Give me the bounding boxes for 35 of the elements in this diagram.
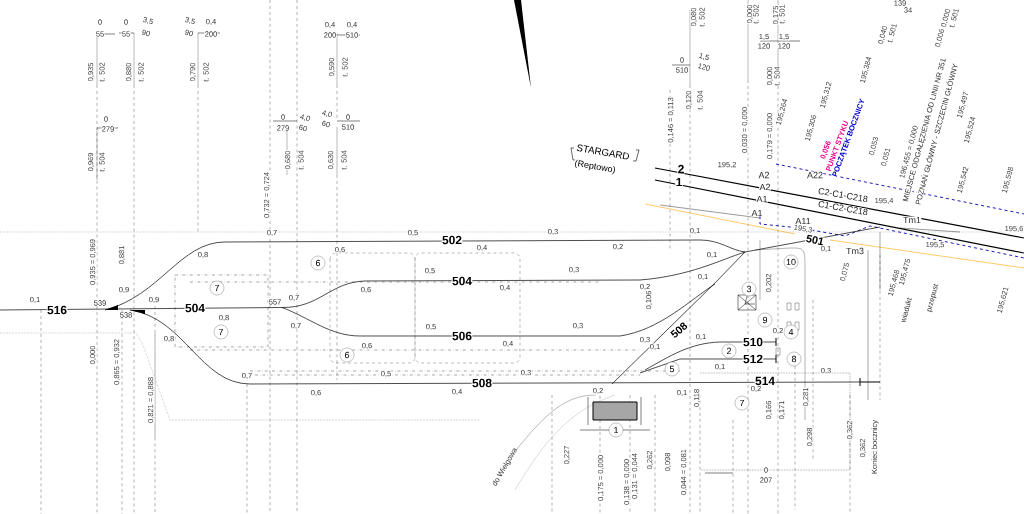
track-number: 504 [184, 303, 206, 313]
track-number: 506 [451, 331, 473, 341]
track-number: 504 [451, 276, 473, 286]
circled-number: 1 [608, 422, 624, 438]
point-label: A22 [806, 171, 824, 179]
track-number: 1 [675, 177, 683, 187]
track-number: 502 [441, 235, 463, 245]
point-label: A11 [794, 217, 812, 225]
circled-number: 9 [757, 312, 773, 328]
track-number: 501 [804, 233, 826, 247]
track-number: 508 [471, 378, 493, 388]
circled-number: 5 [664, 361, 680, 377]
circled-number: 7 [209, 280, 225, 296]
circled-number: 7 [734, 395, 750, 411]
circled-number: 2 [721, 343, 737, 359]
point-label: A2 [759, 183, 771, 191]
track-number: 510 [742, 337, 764, 347]
circled-number: 10 [783, 254, 799, 270]
point-label: Tm3 [845, 247, 865, 255]
circled-number: 6 [339, 347, 355, 363]
point-label: A2 [758, 171, 770, 179]
point-label: Tm1 [902, 216, 922, 224]
track-number: 512 [742, 354, 764, 364]
track-number: 2 [677, 164, 685, 174]
point-label: C1-C2-C218 [817, 200, 869, 216]
point-label: A1 [751, 209, 763, 217]
track-number: 508 [669, 320, 689, 340]
circled-number: 6 [310, 255, 326, 271]
track-number: 516 [46, 305, 68, 315]
point-label: C2-C1-C218 [817, 187, 869, 203]
point-label: A1 [756, 195, 768, 203]
circled-number: 3 [741, 281, 757, 297]
circled-number: 8 [786, 351, 802, 367]
station-name: STARGARD [575, 143, 631, 161]
circled-number: 7 [213, 324, 229, 340]
